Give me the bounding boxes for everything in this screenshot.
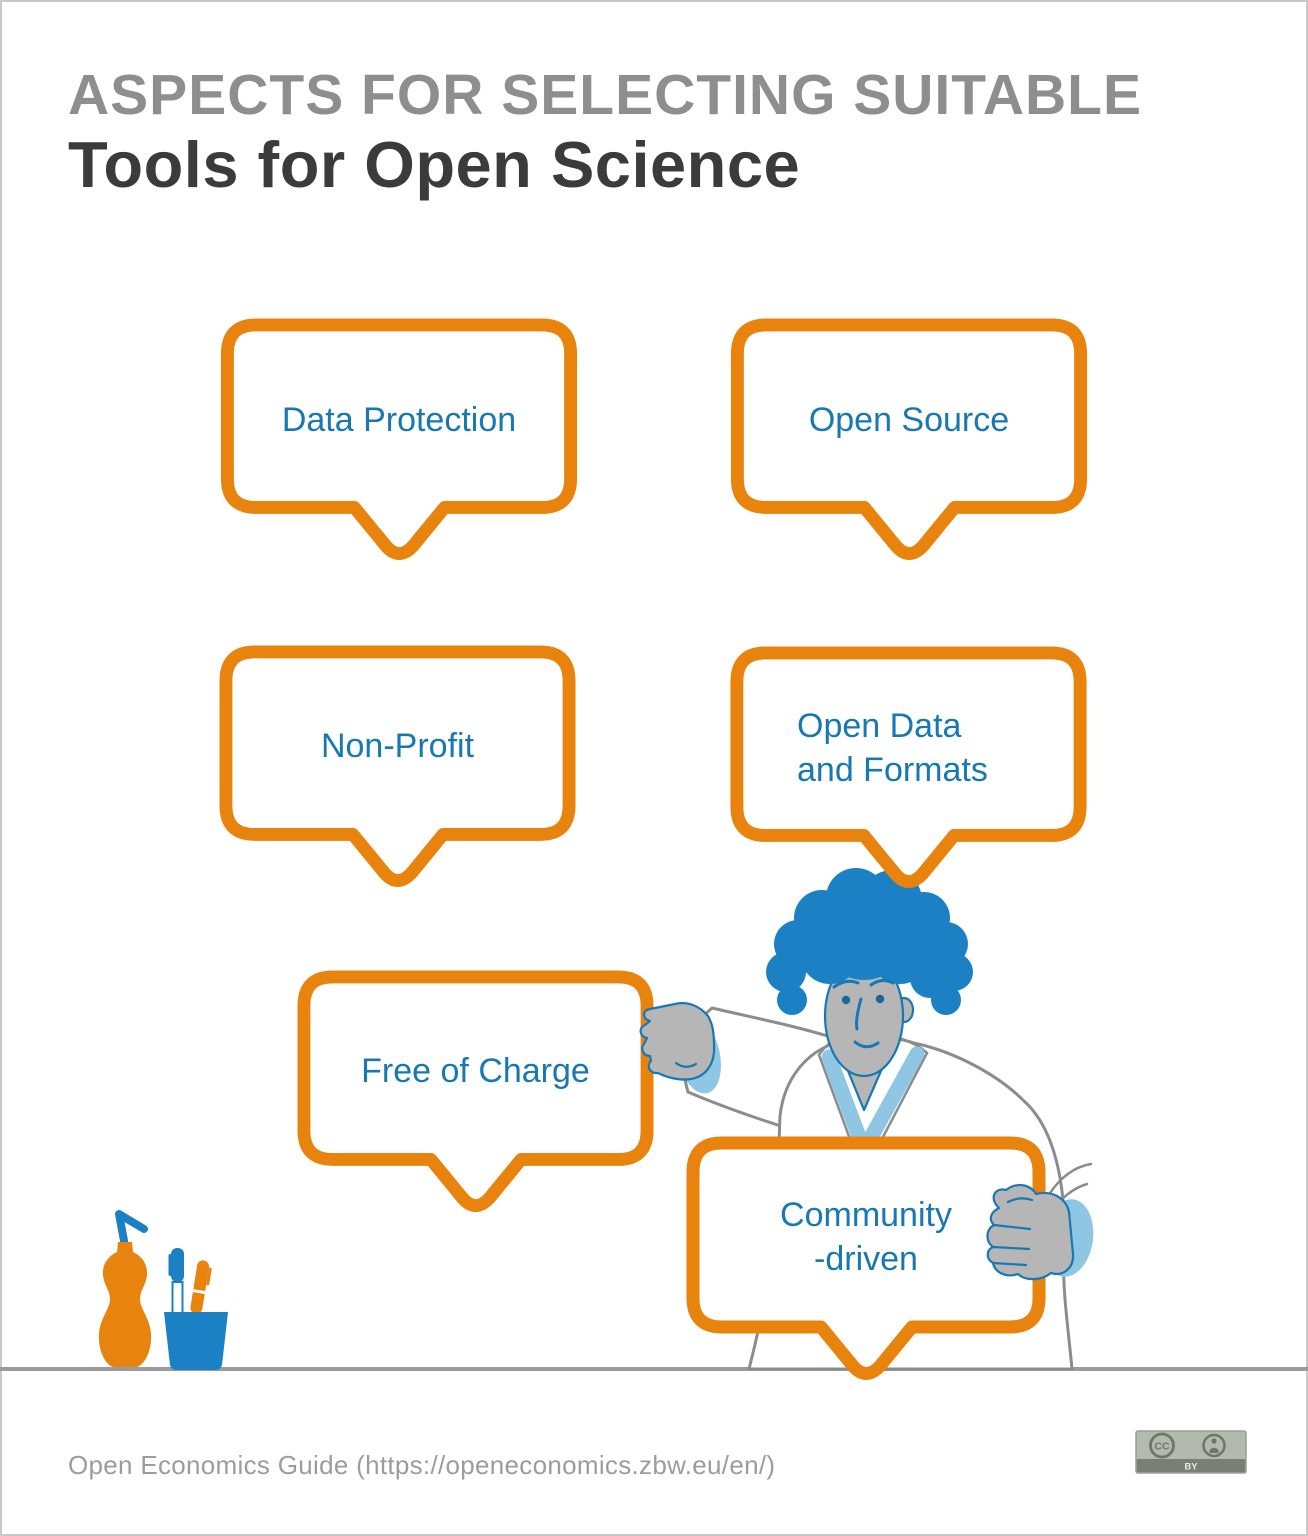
cc-badge: CC BY [1135, 1430, 1247, 1474]
bubble-label: Free of Charge [361, 1051, 590, 1090]
title-kicker: ASPECTS FOR SELECTING SUITABLE [68, 63, 1143, 127]
bottle-with-straw [98, 1210, 152, 1367]
straw-icon [115, 1210, 148, 1250]
speech-bubble-open-data: Open Data and Formats [727, 646, 1090, 892]
speech-bubble-free-of-charge: Free of Charge [297, 969, 654, 1217]
speech-bubble-shape [686, 1136, 1046, 1380]
bubble-label: Community -driven [780, 1195, 952, 1278]
cc-by-label: BY [1184, 1462, 1198, 1473]
footer-credit: Open Economics Guide (https://openeconom… [68, 1450, 776, 1480]
pen-cup-with-pens [164, 1248, 228, 1370]
bottle-icon [98, 1242, 152, 1367]
desk-line [0, 1367, 1308, 1371]
speech-bubble-data-protection: Data Protection [220, 318, 578, 564]
svg-text:CC: CC [1154, 1441, 1170, 1453]
speech-bubble-shape [730, 318, 1088, 560]
speech-bubble-shape [730, 646, 1087, 888]
bubble-label: Data Protection [281, 400, 517, 439]
cc-logo-icon: CC [1149, 1432, 1175, 1459]
page-title: Tools for Open Science [68, 127, 801, 201]
orange-pen-icon [190, 1260, 212, 1314]
attribution-person-icon [1202, 1433, 1226, 1458]
bubble-label: Non-Profit [320, 726, 475, 765]
speech-bubble-open-source: Open Source [729, 318, 1089, 564]
speech-bubble-shape [220, 318, 578, 560]
title-block: ASPECTS FOR SELECTING SUITABLE Tools for… [68, 63, 1143, 201]
speech-bubble-shape [219, 645, 576, 887]
bubble-label: Open Source [808, 400, 1010, 439]
bubble-label: Open Data and Formats [797, 706, 988, 789]
speech-bubble-non-profit: Non-Profit [219, 644, 576, 892]
curly-hair [766, 868, 973, 1015]
speech-bubble-community-driven: Community -driven [686, 1135, 1046, 1385]
blue-pen-icon [168, 1248, 184, 1315]
pen-cup-icon [164, 1312, 228, 1370]
